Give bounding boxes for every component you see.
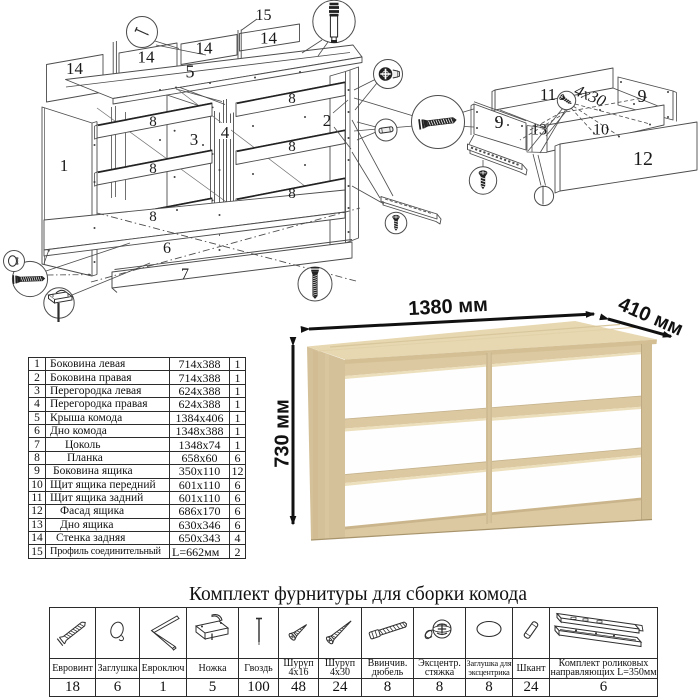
svg-text:8: 8 (288, 139, 296, 155)
svg-text:15: 15 (256, 7, 272, 24)
svg-text:3: 3 (190, 130, 199, 149)
svg-text:8: 8 (288, 91, 296, 107)
svg-text:4: 4 (221, 123, 230, 142)
svg-text:6: 6 (163, 240, 171, 257)
svg-text:12: 12 (633, 148, 653, 170)
svg-text:13: 13 (531, 122, 547, 139)
svg-text:10: 10 (593, 122, 609, 139)
svg-text:8: 8 (149, 114, 157, 130)
svg-text:8: 8 (149, 161, 157, 177)
svg-text:14: 14 (260, 29, 278, 48)
svg-text:2: 2 (323, 111, 332, 130)
svg-text:11: 11 (540, 85, 556, 104)
svg-text:9: 9 (495, 112, 504, 132)
svg-text:1380 мм: 1380 мм (408, 294, 489, 320)
svg-text:9: 9 (638, 86, 647, 106)
svg-text:8: 8 (288, 186, 296, 202)
svg-text:14: 14 (66, 59, 84, 78)
svg-text:5: 5 (186, 62, 195, 82)
svg-text:7: 7 (181, 266, 189, 283)
svg-text:14: 14 (138, 48, 156, 67)
svg-text:730 мм: 730 мм (272, 399, 294, 468)
svg-text:8: 8 (149, 209, 157, 225)
svg-text:1: 1 (60, 156, 69, 175)
svg-text:14: 14 (196, 39, 214, 58)
